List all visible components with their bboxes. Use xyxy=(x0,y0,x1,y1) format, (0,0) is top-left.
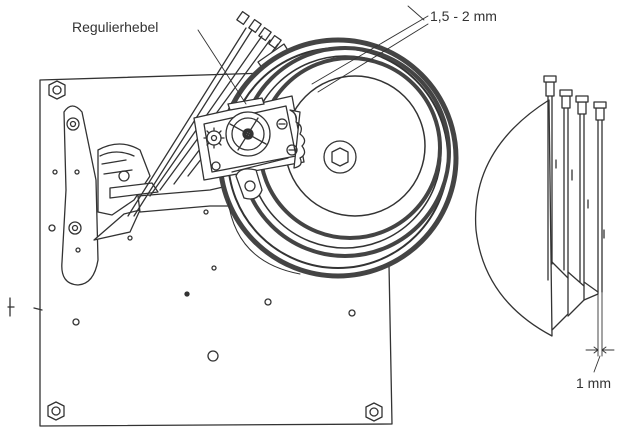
rod-detail xyxy=(474,75,615,373)
small-gear xyxy=(203,127,225,149)
lower-pivot xyxy=(235,168,263,200)
leader-lines xyxy=(197,5,429,105)
regulator-assembly xyxy=(193,95,306,200)
corner-screw-bottom-right xyxy=(365,402,383,422)
rod-2 xyxy=(559,89,585,317)
corner-screw-bottom-left-2 xyxy=(47,401,65,421)
gong-hub xyxy=(323,140,357,174)
hammer-lever xyxy=(48,105,99,286)
rod-3 xyxy=(575,95,599,301)
spacing-dimension xyxy=(585,291,615,373)
balance-wheel xyxy=(225,111,271,157)
rod-spacing-label: 1 mm xyxy=(576,375,611,391)
regulating-lever-label: Regulierhebel xyxy=(72,19,159,35)
rod-4 xyxy=(593,101,607,293)
corner-screw-top-left xyxy=(48,80,66,100)
gong-gap-label: 1,5 - 2 mm xyxy=(430,8,497,24)
rod-1 xyxy=(543,75,569,331)
